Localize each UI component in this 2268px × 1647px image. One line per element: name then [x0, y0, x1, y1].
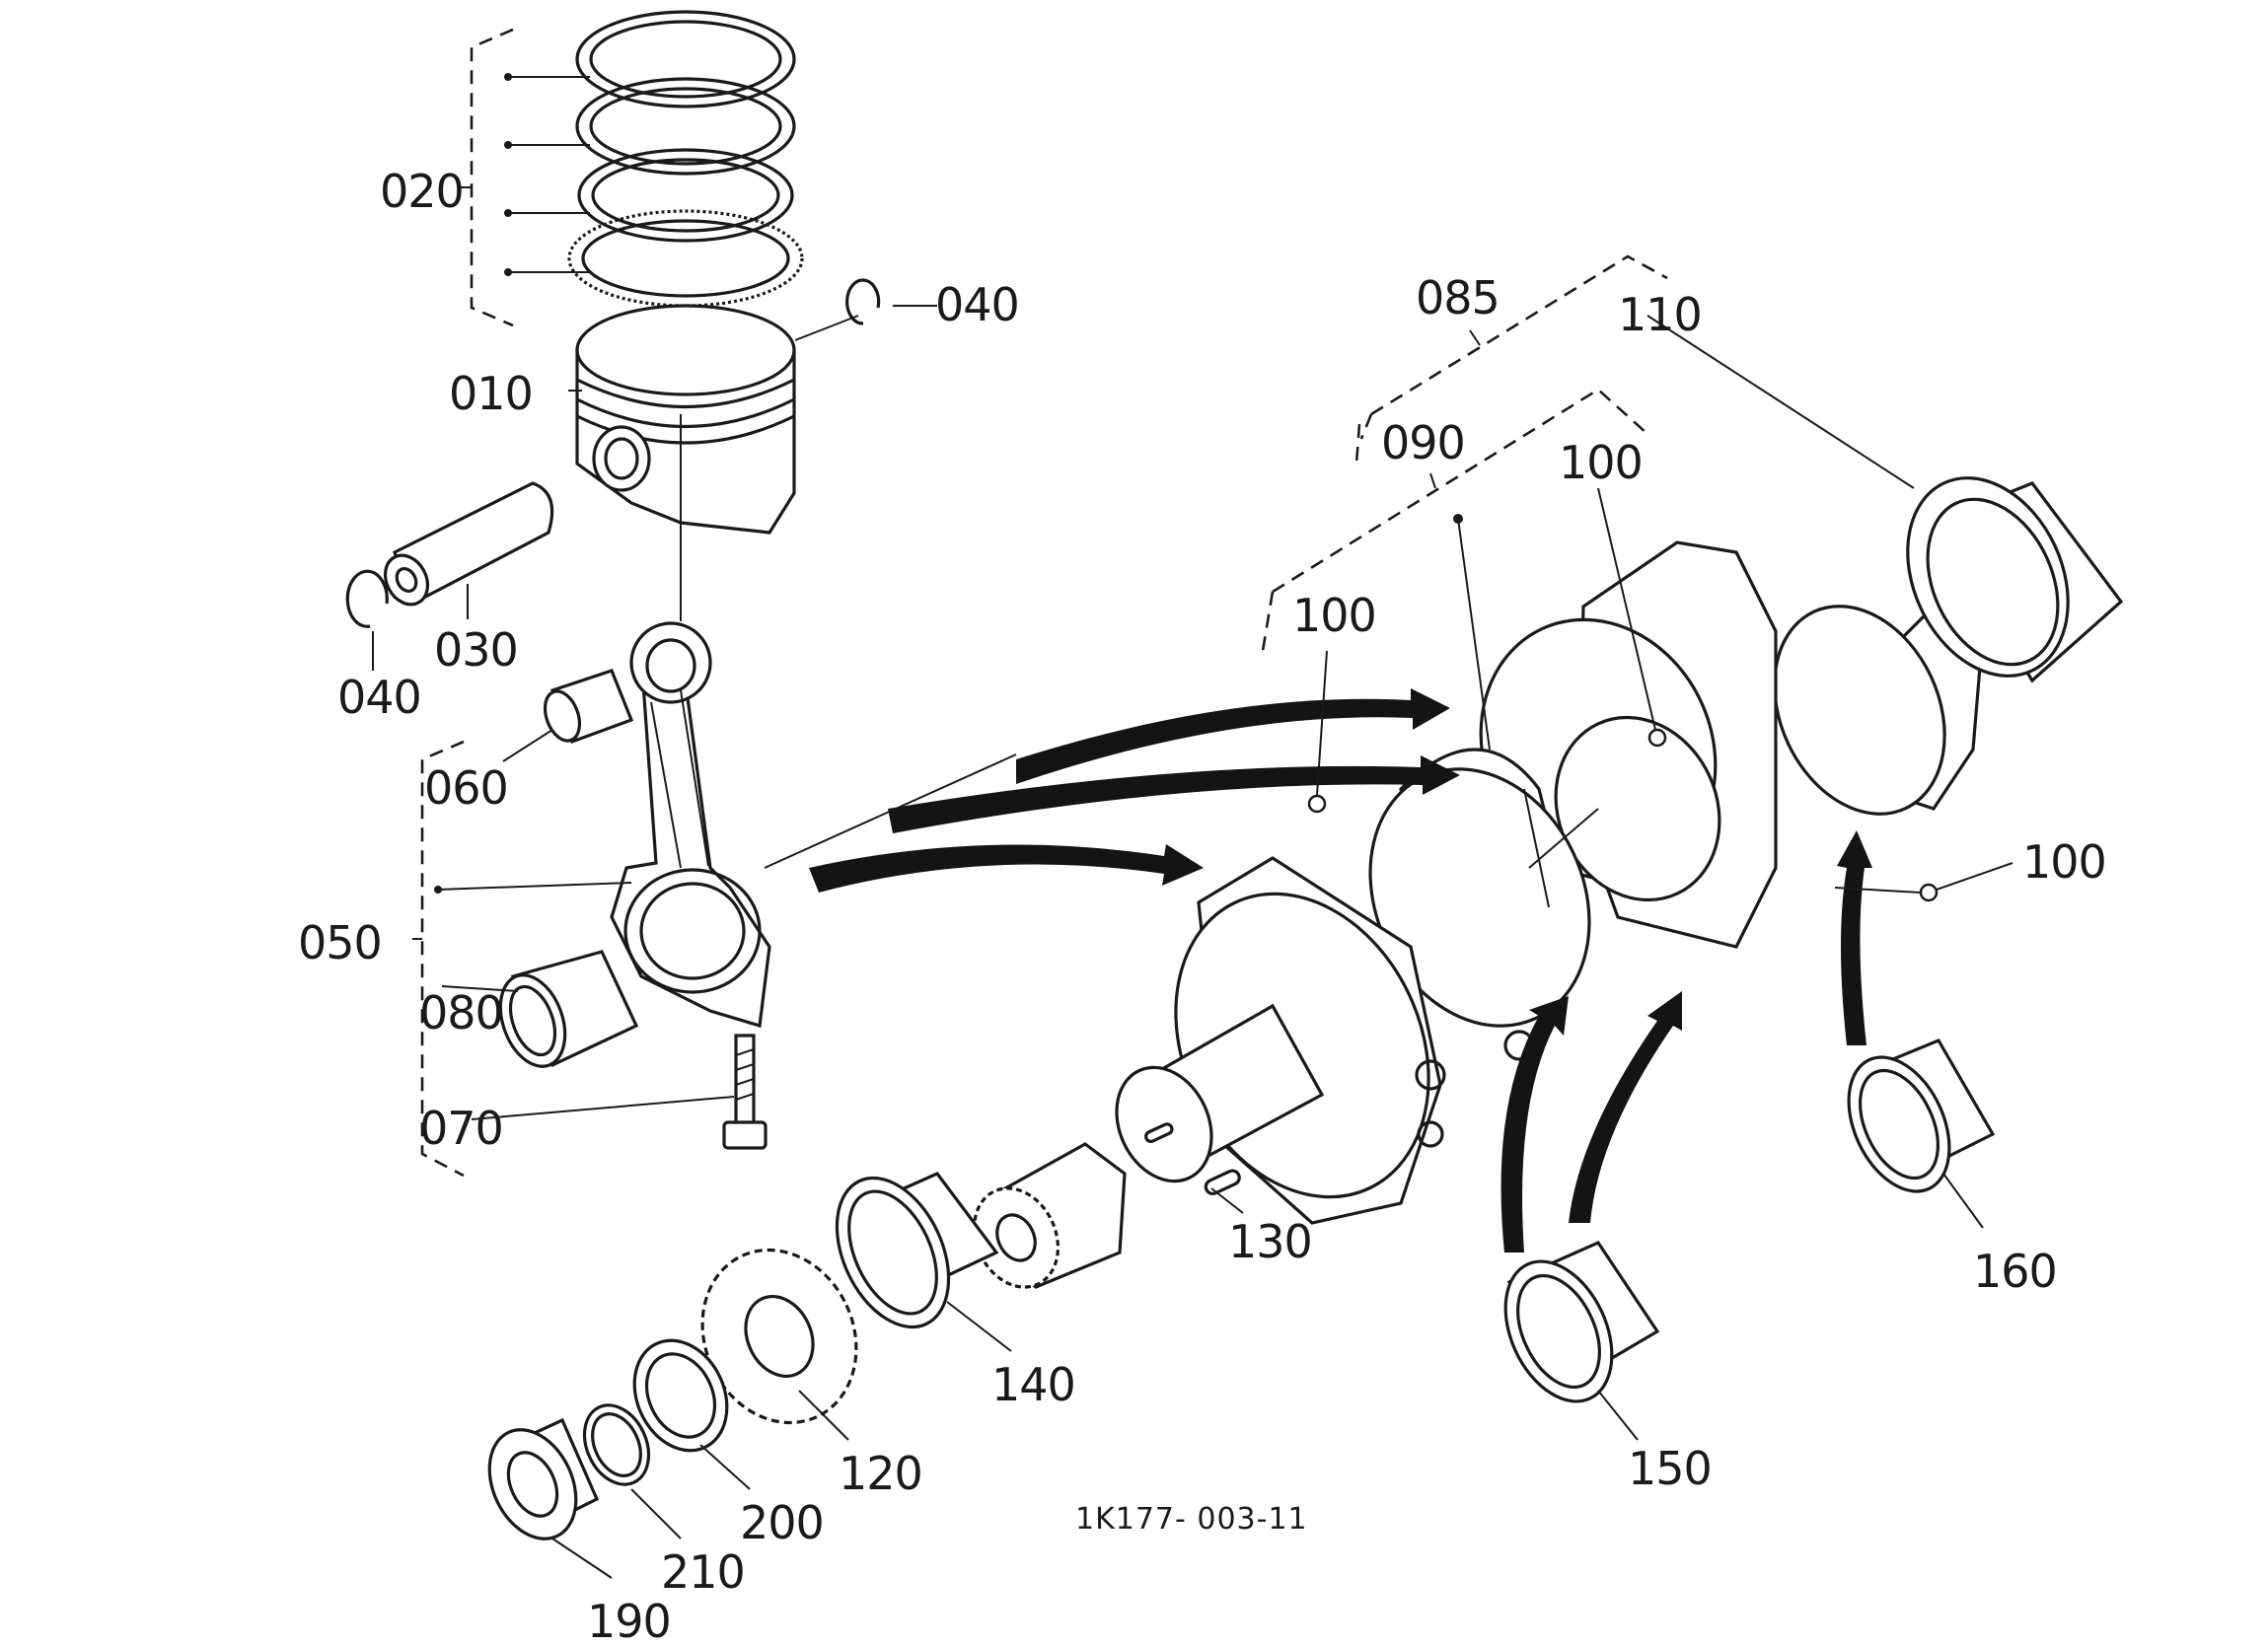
crankshaft-key [1204, 1169, 1241, 1195]
label-090: 090 [1381, 416, 1465, 469]
label-040-lower: 040 [337, 671, 421, 724]
rod-bearing [498, 950, 639, 1068]
assembly-090-bracket [1261, 388, 1648, 652]
crankshaft-gear-120 [700, 1248, 858, 1425]
label-070: 070 [419, 1102, 503, 1155]
label-130: 130 [1228, 1215, 1312, 1268]
label-100-right: 100 [2022, 835, 2106, 889]
collar-190 [487, 1417, 600, 1540]
leader-lines [372, 186, 2013, 1579]
ring-set-bracket [460, 28, 590, 327]
label-110: 110 [1618, 288, 1702, 341]
main-bearing-150 [1503, 1240, 1660, 1403]
connecting-rod [610, 621, 771, 1029]
label-085: 085 [1416, 271, 1500, 324]
assembly-090-lowerbracket [1354, 423, 1361, 465]
label-050: 050 [298, 916, 382, 969]
label-060: 060 [424, 761, 508, 815]
assembly-085-bracket [1359, 254, 1668, 440]
crank-gear [973, 1142, 1127, 1289]
crankshaft [1115, 540, 1985, 1225]
main-bearing-160 [1847, 1038, 1996, 1193]
main-bearing-110 [1906, 476, 2124, 683]
rod-assembly-bracket [412, 740, 632, 1178]
label-040-upper: 040 [935, 278, 1019, 331]
piston-ring-set [567, 10, 804, 308]
drawing-code: 1K177- 003-11 [1075, 1502, 1308, 1537]
label-100-left: 100 [1292, 589, 1376, 642]
piston-pin [383, 481, 554, 607]
assembly-arrows [809, 688, 1872, 1253]
piston [575, 304, 796, 535]
o-ring-210 [582, 1403, 651, 1486]
label-010: 010 [449, 367, 533, 420]
label-080: 080 [419, 986, 503, 1039]
label-150: 150 [1628, 1442, 1712, 1495]
label-120: 120 [839, 1447, 922, 1500]
label-140: 140 [991, 1358, 1075, 1411]
snap-ring-upper [845, 278, 881, 325]
label-200: 200 [740, 1496, 824, 1549]
label-210: 210 [661, 1545, 745, 1599]
small-end-bushing [543, 669, 634, 745]
bushing-140 [835, 1172, 999, 1329]
label-190: 190 [587, 1595, 671, 1647]
washer-200 [632, 1338, 729, 1453]
label-030: 030 [434, 623, 518, 677]
label-160: 160 [1973, 1245, 2057, 1298]
snap-ring-lower [345, 569, 389, 628]
part-labels: 020 010 040 030 040 060 050 080 070 085 … [298, 165, 2107, 1647]
rod-bolt [722, 1034, 768, 1150]
label-100-top: 100 [1559, 436, 1643, 489]
label-020: 020 [380, 165, 464, 218]
